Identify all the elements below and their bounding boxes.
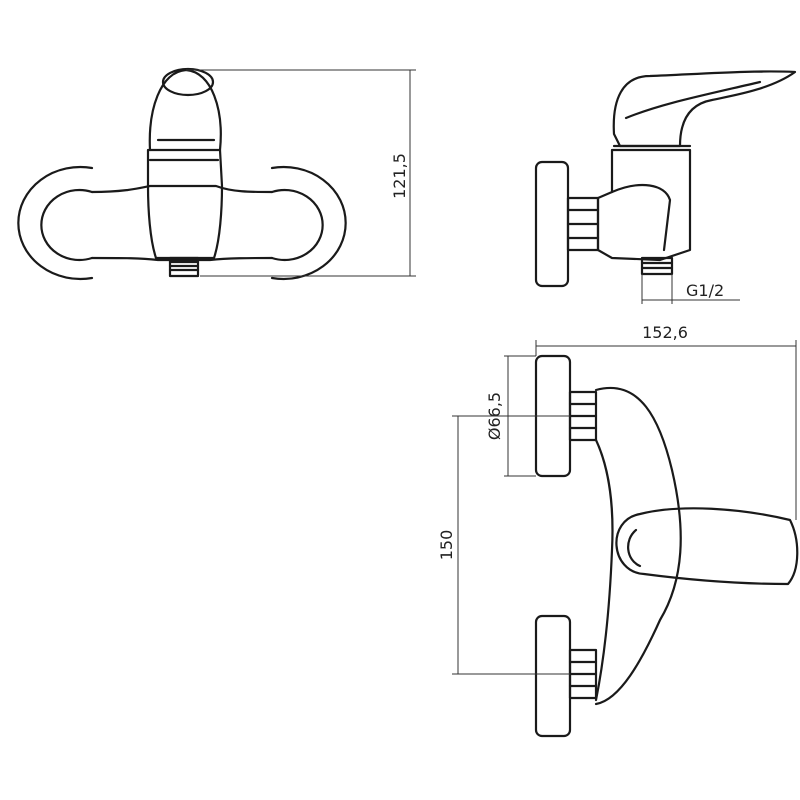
side-outlet-thread xyxy=(640,256,674,276)
front-handle xyxy=(148,67,222,152)
side-rosette xyxy=(534,160,570,288)
side-lever-handle xyxy=(612,70,797,148)
dim-height-front xyxy=(186,69,416,277)
side-hex-nut xyxy=(566,196,600,252)
top-lower-nut xyxy=(568,648,598,700)
front-body-arms xyxy=(90,184,274,262)
dim-thread-label: G1/2 xyxy=(686,281,724,300)
dim-thread xyxy=(641,274,740,304)
side-view xyxy=(534,70,797,288)
front-left-rosette xyxy=(17,165,94,281)
top-lever-handle xyxy=(615,507,799,586)
top-curved-body xyxy=(594,386,682,706)
dim-width-top xyxy=(535,340,797,520)
front-view xyxy=(17,67,347,281)
front-right-rosette xyxy=(270,165,347,281)
dim-width-top-label: 152,6 xyxy=(642,323,688,342)
front-central-body xyxy=(146,148,224,260)
top-view xyxy=(534,354,799,738)
top-lower-rosette xyxy=(534,614,572,738)
dim-center-distance-label: 150 xyxy=(437,530,456,561)
top-upper-nut xyxy=(568,390,598,442)
side-body xyxy=(596,148,692,262)
front-outlet-thread xyxy=(168,256,200,278)
dim-center-distance xyxy=(452,415,570,675)
dim-height-front-label: 121,5 xyxy=(390,153,409,199)
